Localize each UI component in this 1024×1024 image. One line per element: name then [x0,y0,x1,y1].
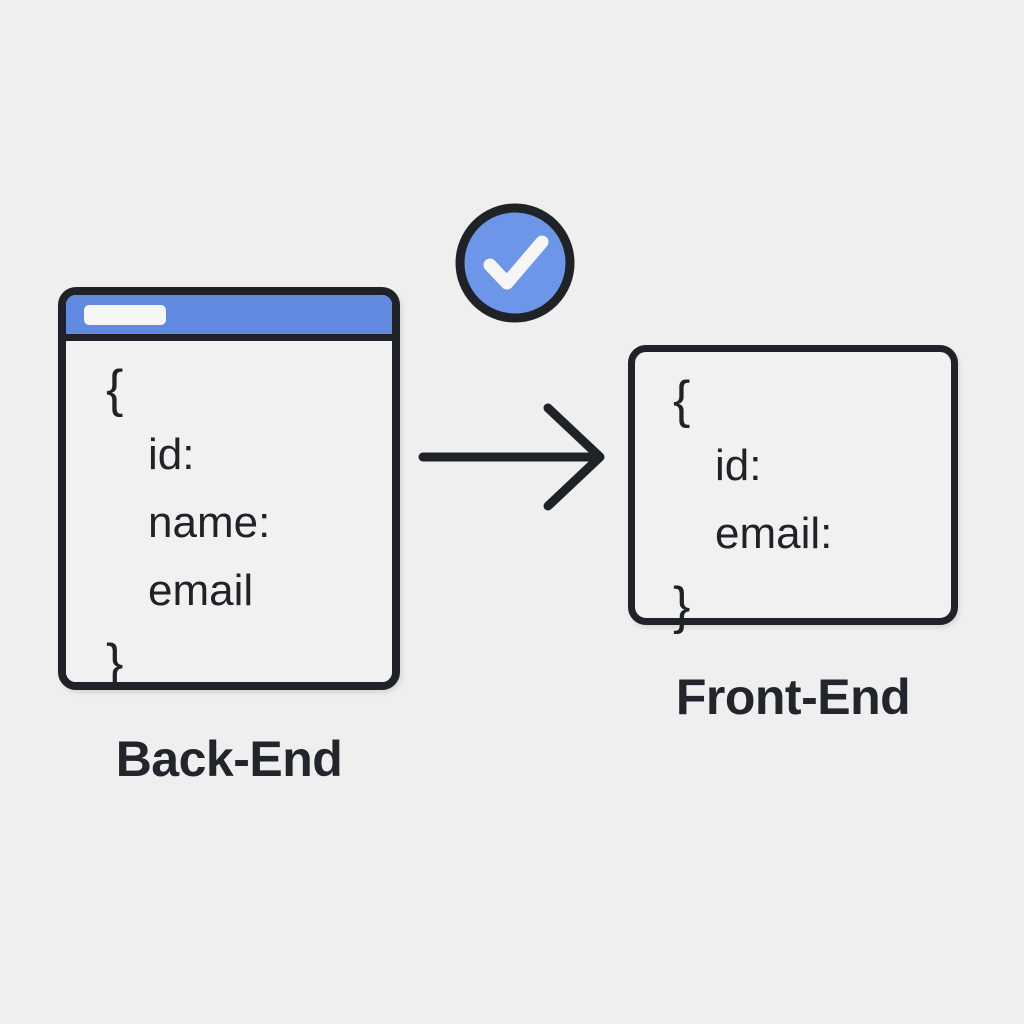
backend-code-line-brace-open: { [106,360,124,418]
frontend-code-line-email: email: [715,509,833,558]
right-arrow-icon [410,395,620,520]
backend-caption: Back-End [115,731,343,787]
backend-window-body: { id: name: email } [66,341,392,682]
backend-code-line-brace-close: } [106,634,124,690]
backend-window-tab[interactable] [84,305,166,325]
frontend-box[interactable]: { id: email: } [628,345,958,632]
frontend-caption: Front-End [675,669,911,725]
backend-window-titlebar [66,295,392,341]
frontend-code-line-id: id: [715,441,762,490]
backend-window[interactable]: { id: name: email } [58,287,400,690]
frontend-code-line-brace-close: } [673,577,691,635]
backend-code-block: { id: name: email } [106,360,271,690]
backend-code-line-id: id: [148,430,195,479]
frontend-code-line-brace-open: { [673,371,691,429]
frontend-code-block: { id: email: } [673,374,832,632]
backend-code-line-name: name: [148,498,271,547]
backend-code-line-email: email [148,566,254,615]
check-circle-icon [452,200,578,326]
